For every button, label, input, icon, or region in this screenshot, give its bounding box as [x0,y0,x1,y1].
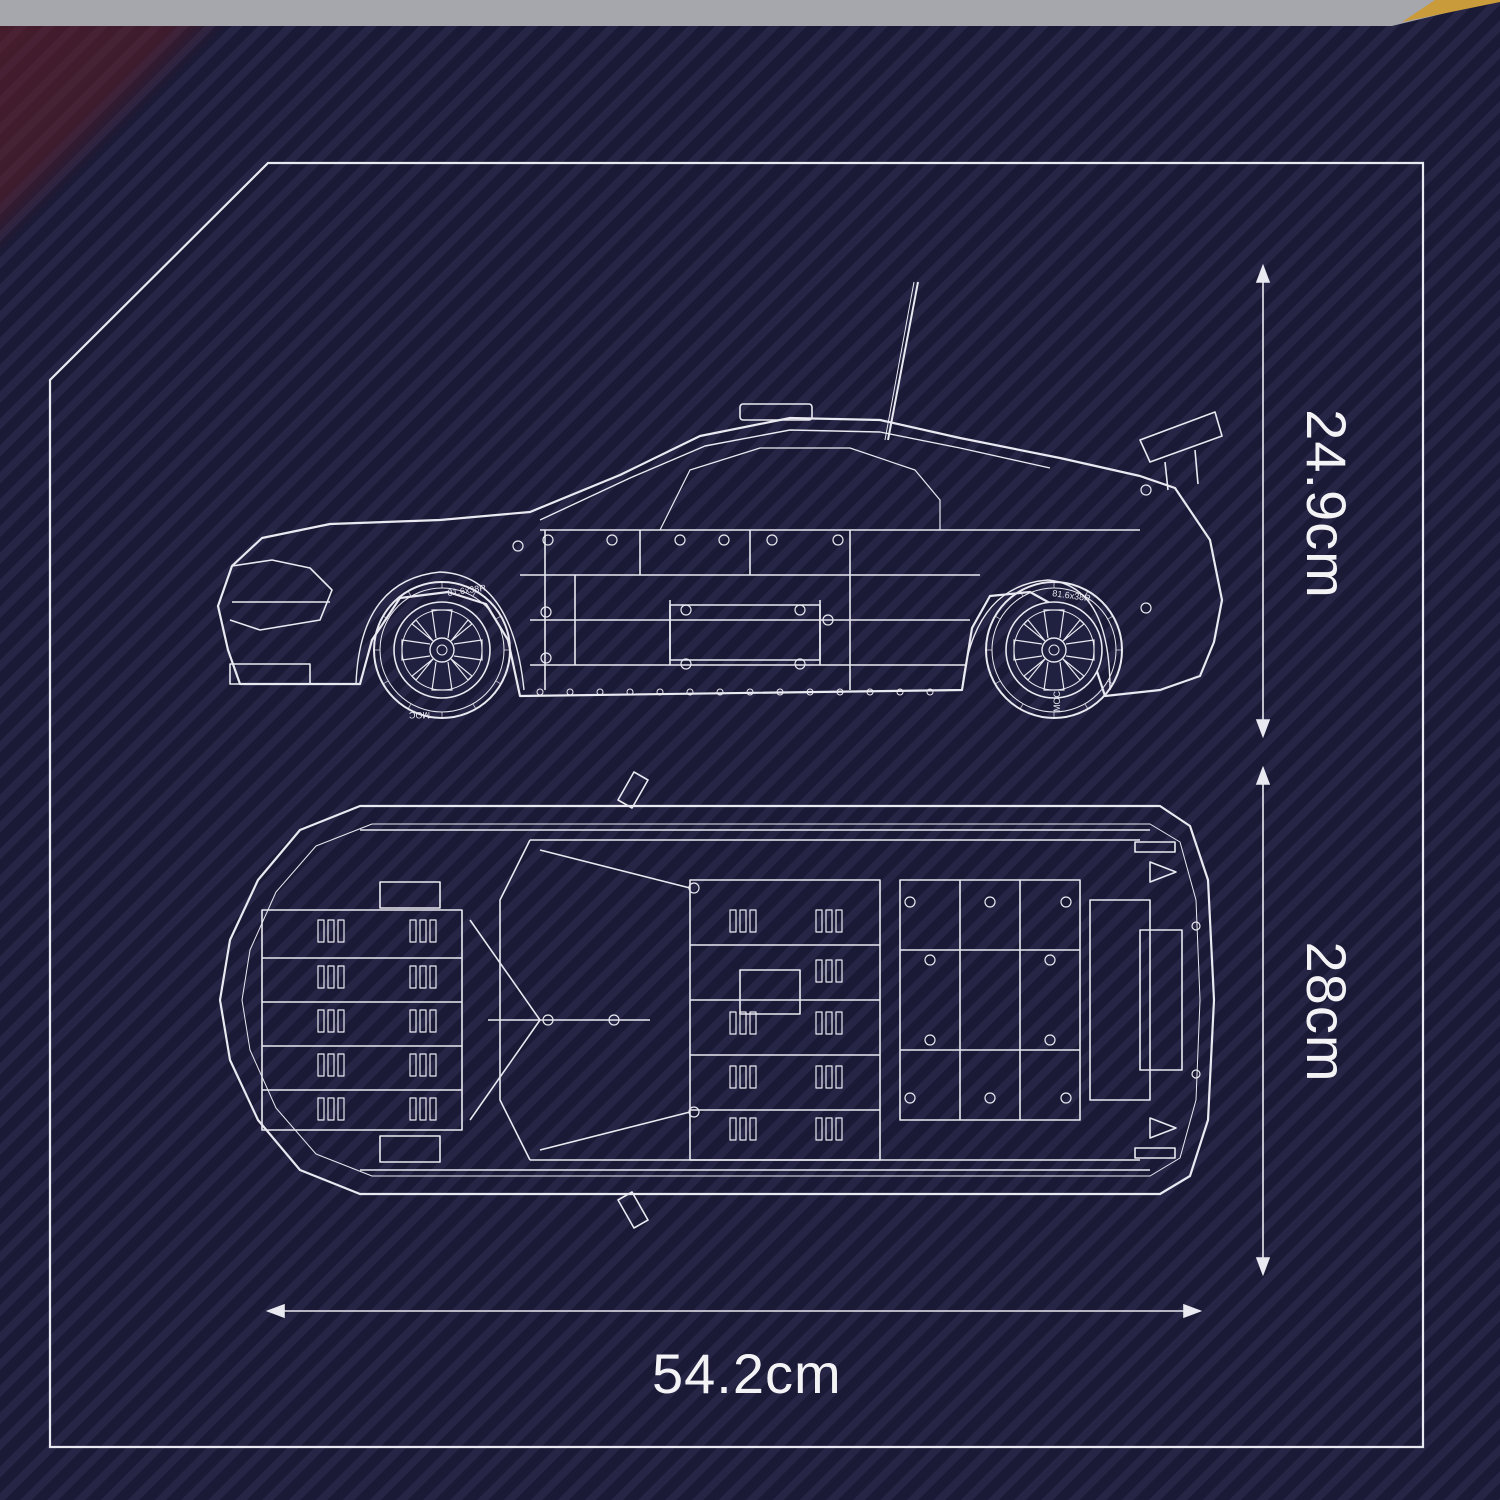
front-tire-code-label: MOC [409,710,430,720]
rear-tire-code-label: MOC [1052,691,1062,712]
car-side-view [216,281,1224,698]
height-dimension-label: 24.9cm [1295,409,1358,599]
front-tire-size-label: 81.6x38R [447,583,487,598]
car-top-view [218,771,1216,1229]
width-dimension-arrow [1255,765,1271,1277]
length-dimension-label: 54.2cm [652,1342,842,1405]
top-grey-band [0,0,1500,26]
width-dimension-label: 28cm [1295,941,1358,1083]
outer-frame [48,161,1425,1449]
front-wheel [373,581,511,719]
height-dimension-arrow [1255,263,1271,739]
length-dimension-arrow [265,1303,1203,1319]
